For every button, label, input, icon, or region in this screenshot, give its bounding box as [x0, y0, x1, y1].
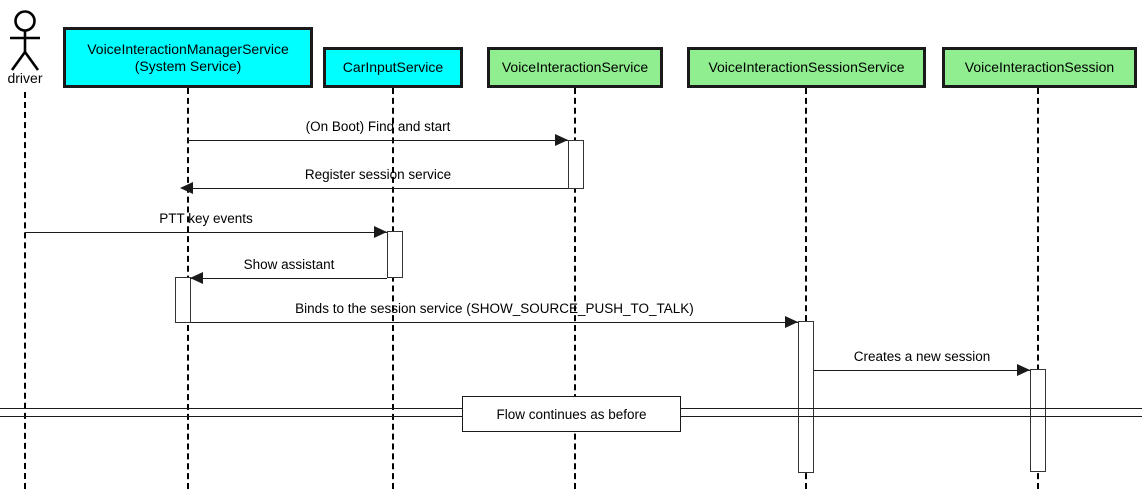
participant-label-carinput-line1: CarInputService: [342, 59, 444, 76]
activation-bar-carinput: [387, 231, 403, 278]
participant-voiceinteractionsessionservice[interactable]: VoiceInteractionSessionService: [687, 47, 926, 88]
participant-voiceinteractionsession[interactable]: VoiceInteractionSession: [942, 47, 1137, 88]
message-arrowhead-register-session-service: [180, 182, 193, 194]
divider-note-label: Flow continues as before: [496, 406, 647, 422]
message-arrowhead-creates-a-new-session: [1017, 364, 1030, 376]
message-arrowhead-binds-to-session-service: [785, 316, 798, 328]
lifeline-vs: [1037, 88, 1039, 489]
participant-label-vims-line2: (System Service): [134, 57, 242, 74]
participant-voiceinteractionservice[interactable]: VoiceInteractionService: [487, 47, 663, 88]
message-arrowhead-on-boot-find-and-start: [555, 134, 568, 146]
message-label-show-assistant: Show assistant: [243, 257, 335, 272]
stick-figure-icon: [10, 10, 40, 71]
lifeline-carinput: [392, 88, 394, 489]
divider-note-flow-continues: Flow continues as before: [462, 396, 681, 432]
message-label-register-session-service: Register session service: [304, 167, 452, 182]
message-label-binds-to-session-service: Binds to the session service (SHOW_SOURC…: [295, 301, 694, 316]
message-line-on-boot-find-and-start: [188, 140, 568, 141]
lifeline-vis: [574, 88, 576, 489]
avatar-driver-actor: [3, 10, 47, 72]
participant-label-vims-line1: VoiceInteractionManagerService: [87, 41, 289, 58]
message-label-ptt-key-events: PTT key events: [159, 211, 253, 226]
message-arrowhead-ptt-key-events: [374, 226, 387, 238]
participant-label-vs-line1: VoiceInteractionSession: [964, 59, 1115, 76]
participant-carinputservice[interactable]: CarInputService: [323, 47, 463, 88]
lifeline-vss: [805, 88, 807, 489]
message-label-on-boot-find-and-start: (On Boot) Find and start: [305, 119, 451, 134]
message-line-register-session-service: [188, 188, 568, 189]
message-line-creates-a-new-session: [814, 370, 1030, 371]
activation-bar-vis: [568, 140, 584, 189]
message-arrowhead-show-assistant: [190, 272, 203, 284]
message-label-creates-a-new-session: Creates a new session: [853, 349, 991, 364]
participant-label-vss-line1: VoiceInteractionSessionService: [708, 59, 905, 76]
lifeline-driver: [24, 92, 26, 489]
participant-voiceinteractionmanagerservice[interactable]: VoiceInteractionManagerService (System S…: [63, 27, 313, 88]
message-line-show-assistant: [191, 278, 387, 279]
participant-label-vis-line1: VoiceInteractionService: [501, 59, 649, 76]
activation-bar-vs: [1030, 369, 1046, 472]
message-line-ptt-key-events: [25, 232, 387, 233]
message-line-binds-to-session-service: [191, 322, 798, 323]
participant-label-driver: driver: [7, 70, 43, 86]
activation-bar-vss: [798, 321, 814, 473]
activation-bar-vims: [175, 277, 191, 323]
